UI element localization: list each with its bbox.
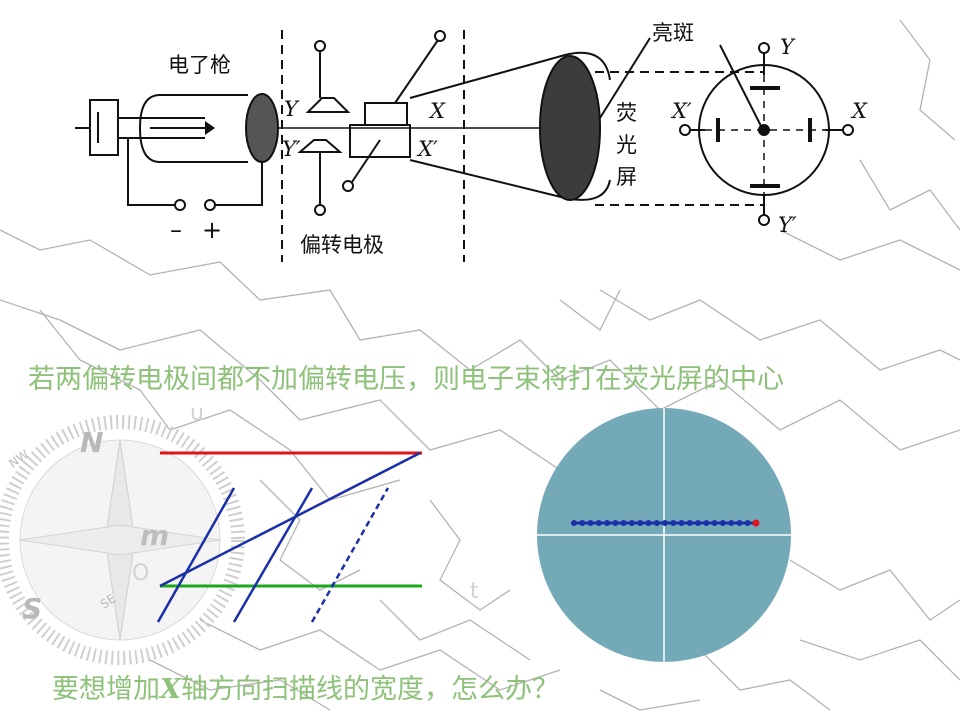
- bright-spot-dot: [758, 124, 770, 136]
- statement-caption: 若两偏转电极间都不加偏转电压，则电子束将打在荧光屏的中心: [28, 364, 784, 395]
- graph-axis-t: t: [470, 579, 479, 604]
- terminal-plus: +: [202, 216, 222, 244]
- question-part-2: 轴方向扫描线的宽度，怎么办？: [181, 674, 559, 705]
- question-bold-x: X: [158, 674, 182, 705]
- graph-sweep-ramp: [159, 451, 421, 588]
- scan-dot: [728, 520, 735, 526]
- label-screen-char-2: 光: [616, 133, 637, 157]
- scan-dot: [752, 519, 760, 527]
- scan-dot: [703, 520, 710, 526]
- electrode-x-prime: X′: [416, 137, 438, 161]
- compass-mark: m: [140, 519, 169, 552]
- screen-label-y: Y: [780, 35, 796, 59]
- compass-rose: N S NW SE m: [0, 415, 245, 665]
- scan-dot: [571, 520, 577, 526]
- x-plate-front: [364, 102, 408, 126]
- scan-dot: [612, 520, 619, 526]
- electrode-y: Y: [284, 97, 300, 121]
- scan-dot: [695, 520, 702, 526]
- label-bright-spot: 亮斑: [652, 21, 694, 45]
- label-screen-char-3: 屏: [616, 165, 637, 189]
- screen-display: [537, 408, 791, 662]
- scan-dot: [653, 520, 660, 526]
- anode-disc: [245, 93, 279, 163]
- scan-dot: [604, 520, 611, 526]
- scan-dot: [744, 520, 751, 526]
- electrode-x: X: [428, 99, 446, 123]
- compass-south: S: [22, 592, 42, 625]
- fluorescent-screen: [539, 55, 601, 201]
- scan-dot: [637, 520, 644, 526]
- scan-dot: [595, 520, 602, 526]
- graph-sweep-steep-1: [156, 487, 236, 623]
- graph-origin: O: [132, 561, 149, 586]
- label-electron-gun: 电了枪: [168, 53, 231, 77]
- label-deflection-electrodes: 偏转电极: [300, 233, 384, 257]
- y-plate-top: [305, 97, 351, 113]
- label-screen-char-1: 荧: [616, 101, 637, 125]
- crt-schematic: [75, 30, 854, 262]
- scan-dot: [719, 520, 726, 526]
- scan-line-dots: [571, 519, 760, 527]
- screen-label-x-prime: X′: [670, 99, 692, 123]
- scan-dot: [628, 520, 635, 526]
- graph-sweep-dashed: [310, 487, 390, 623]
- scan-dot: [620, 520, 627, 526]
- question-caption: 要想增加X轴方向扫描线的宽度，怎么办？: [52, 674, 559, 705]
- question-part-1: 要想增加: [52, 674, 160, 705]
- scan-dot: [678, 520, 685, 526]
- screen-label-x: X: [850, 99, 868, 123]
- compass-north: N: [80, 426, 103, 459]
- electron-gun-tube: [138, 94, 248, 163]
- compass-nw: NW: [6, 447, 31, 470]
- scan-dot: [587, 520, 594, 526]
- y-plate-bottom: [297, 139, 343, 153]
- scan-dot: [670, 520, 677, 526]
- graph-axis-u: u: [190, 401, 204, 426]
- x-plate-back: [349, 124, 411, 158]
- scan-dot: [686, 520, 693, 526]
- scan-dot: [662, 520, 668, 526]
- screen-label-y-prime: Y′: [778, 213, 797, 237]
- electrode-y-prime: Y′: [282, 137, 301, 161]
- terminal-minus: –: [170, 216, 182, 244]
- battery-symbol: [75, 99, 205, 156]
- scan-dot: [645, 520, 652, 526]
- scan-dot: [736, 520, 743, 526]
- graph-sweep-steep-2: [232, 487, 314, 623]
- scan-dot: [711, 520, 718, 526]
- scan-dot: [579, 520, 586, 526]
- voltage-time-graph: u t O: [132, 401, 479, 623]
